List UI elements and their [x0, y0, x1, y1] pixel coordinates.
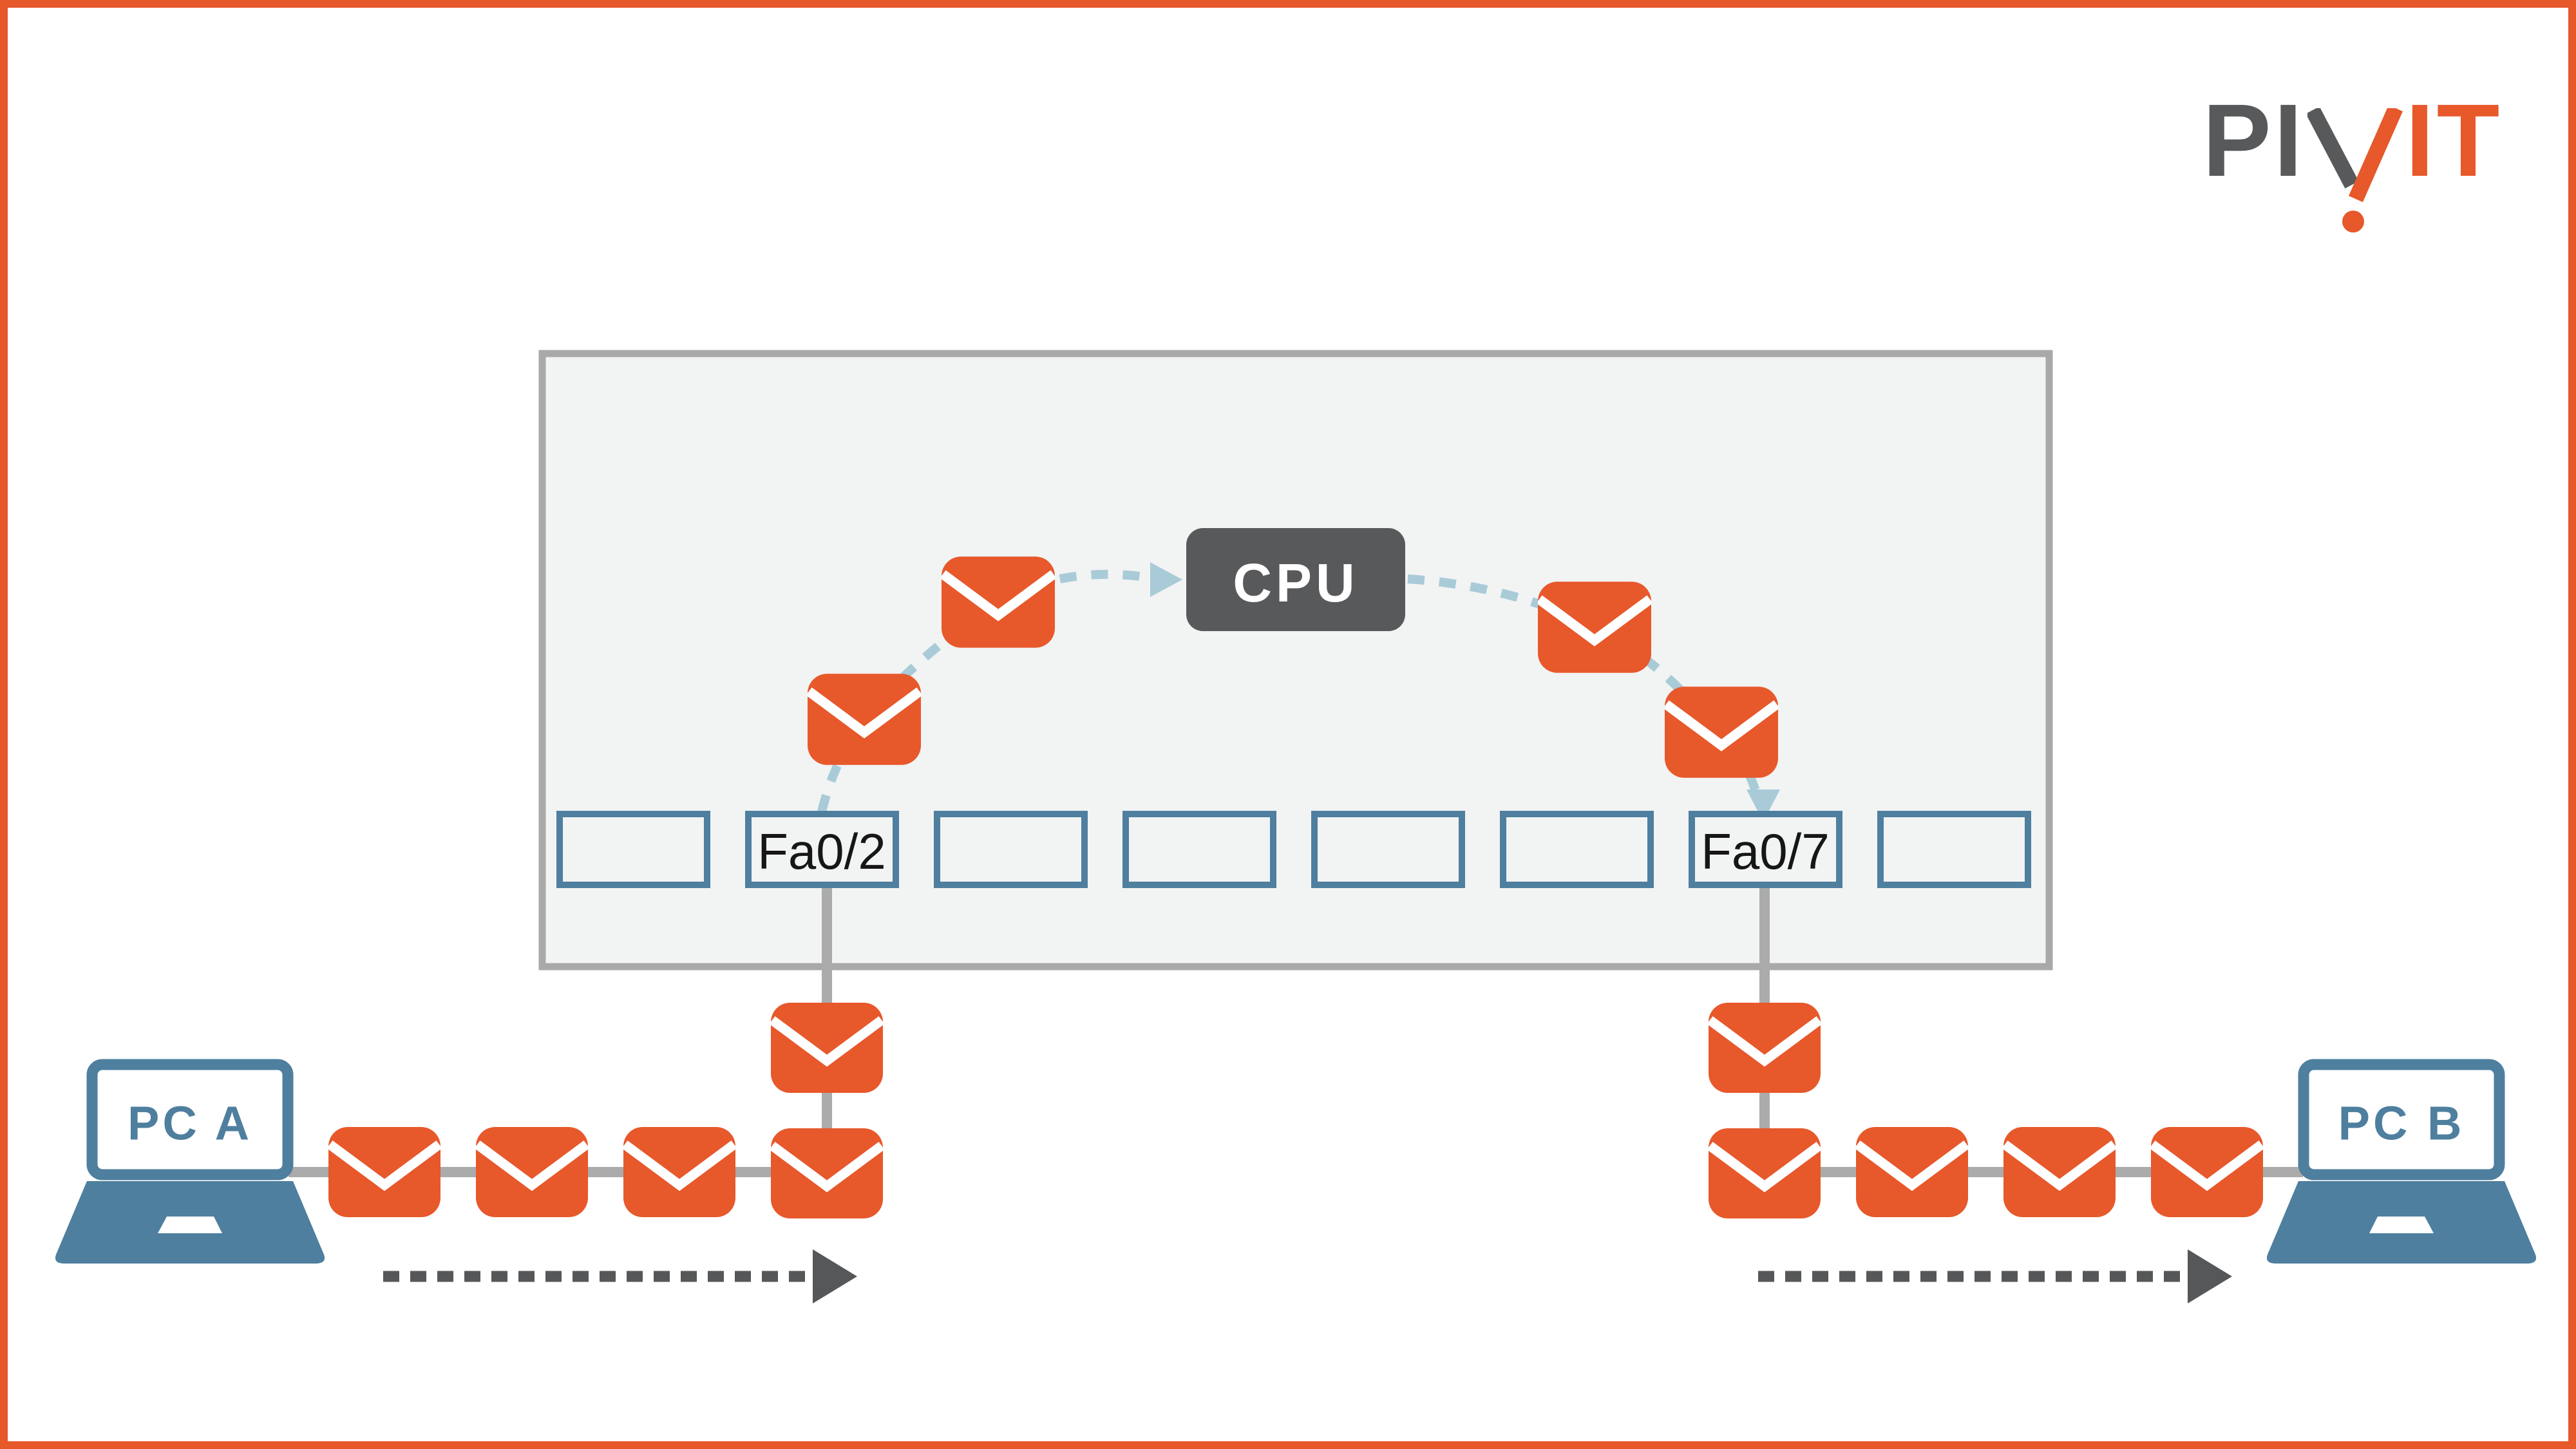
- port-fa0-2-label: Fa0/2: [757, 823, 886, 880]
- switch-ports: Fa0/2 Fa0/7: [556, 811, 2031, 888]
- port-1: [556, 811, 710, 888]
- frame-envelope-icon: [1709, 1003, 1821, 1093]
- frame-envelope-icon: [1856, 1127, 1968, 1217]
- frame-envelope-icon: [808, 674, 921, 765]
- pc-a-screen: [86, 1059, 294, 1180]
- frame-envelope-icon: [2151, 1127, 2263, 1217]
- frame-envelope-icon: [771, 1003, 883, 1093]
- frame-envelope-icon: [476, 1127, 588, 1217]
- frame-envelope-icon: [1538, 582, 1651, 673]
- network-diagram: CPU Fa0/2: [55, 350, 2537, 1303]
- frame-envelope-icon: [942, 556, 1055, 648]
- flow-arrow-left: [383, 1249, 857, 1303]
- pc-b-label: PC B: [2338, 1097, 2465, 1150]
- pc-a-label: PC A: [128, 1097, 252, 1150]
- frame-envelope-icon: [2003, 1127, 2116, 1217]
- frame-envelope-icon: [623, 1127, 735, 1217]
- frame-envelope-icon: [328, 1127, 440, 1217]
- arrowhead-into-cpu-icon: [1150, 562, 1182, 597]
- pc-b-laptop-icon: PC B: [2266, 1059, 2537, 1264]
- flow-arrow-left-head-icon: [813, 1249, 857, 1303]
- port-8: [1877, 811, 2031, 888]
- cpu-block: CPU: [1186, 528, 1405, 631]
- pivit-logo: PI IT: [2202, 89, 2502, 240]
- flow-arrow-right-head-icon: [2188, 1249, 2232, 1303]
- cpu-label: CPU: [1233, 553, 1358, 613]
- cpu-box: [1186, 528, 1405, 631]
- frame-envelope-icon: [771, 1128, 883, 1218]
- flow-arrow-right: [1758, 1249, 2232, 1303]
- port-fa0-7-label: Fa0/7: [1701, 823, 1829, 880]
- pivit-logo-suffix: IT: [2405, 82, 2503, 198]
- port-5: [1311, 811, 1465, 888]
- port-3: [934, 811, 1088, 888]
- pc-b-screen: [2298, 1059, 2505, 1180]
- frame-envelope-icon: [1665, 687, 1778, 778]
- pivit-logo-prefix: PI: [2202, 82, 2306, 198]
- arrowhead-into-port-icon: [1747, 790, 1780, 822]
- path-ingress-to-cpu: [817, 569, 1146, 813]
- port-4: [1122, 811, 1276, 888]
- frame-envelope-icon: [1709, 1128, 1821, 1218]
- pc-b-hinge: [2369, 1217, 2434, 1233]
- pc-a-hinge: [158, 1217, 222, 1233]
- port-6: [1500, 811, 1654, 888]
- pc-a-laptop-icon: PC A: [55, 1059, 325, 1264]
- port-fa0-7: Fa0/7: [1689, 811, 1842, 888]
- port-fa0-2: Fa0/2: [745, 811, 899, 888]
- pivit-v-slash-icon: [2307, 108, 2403, 232]
